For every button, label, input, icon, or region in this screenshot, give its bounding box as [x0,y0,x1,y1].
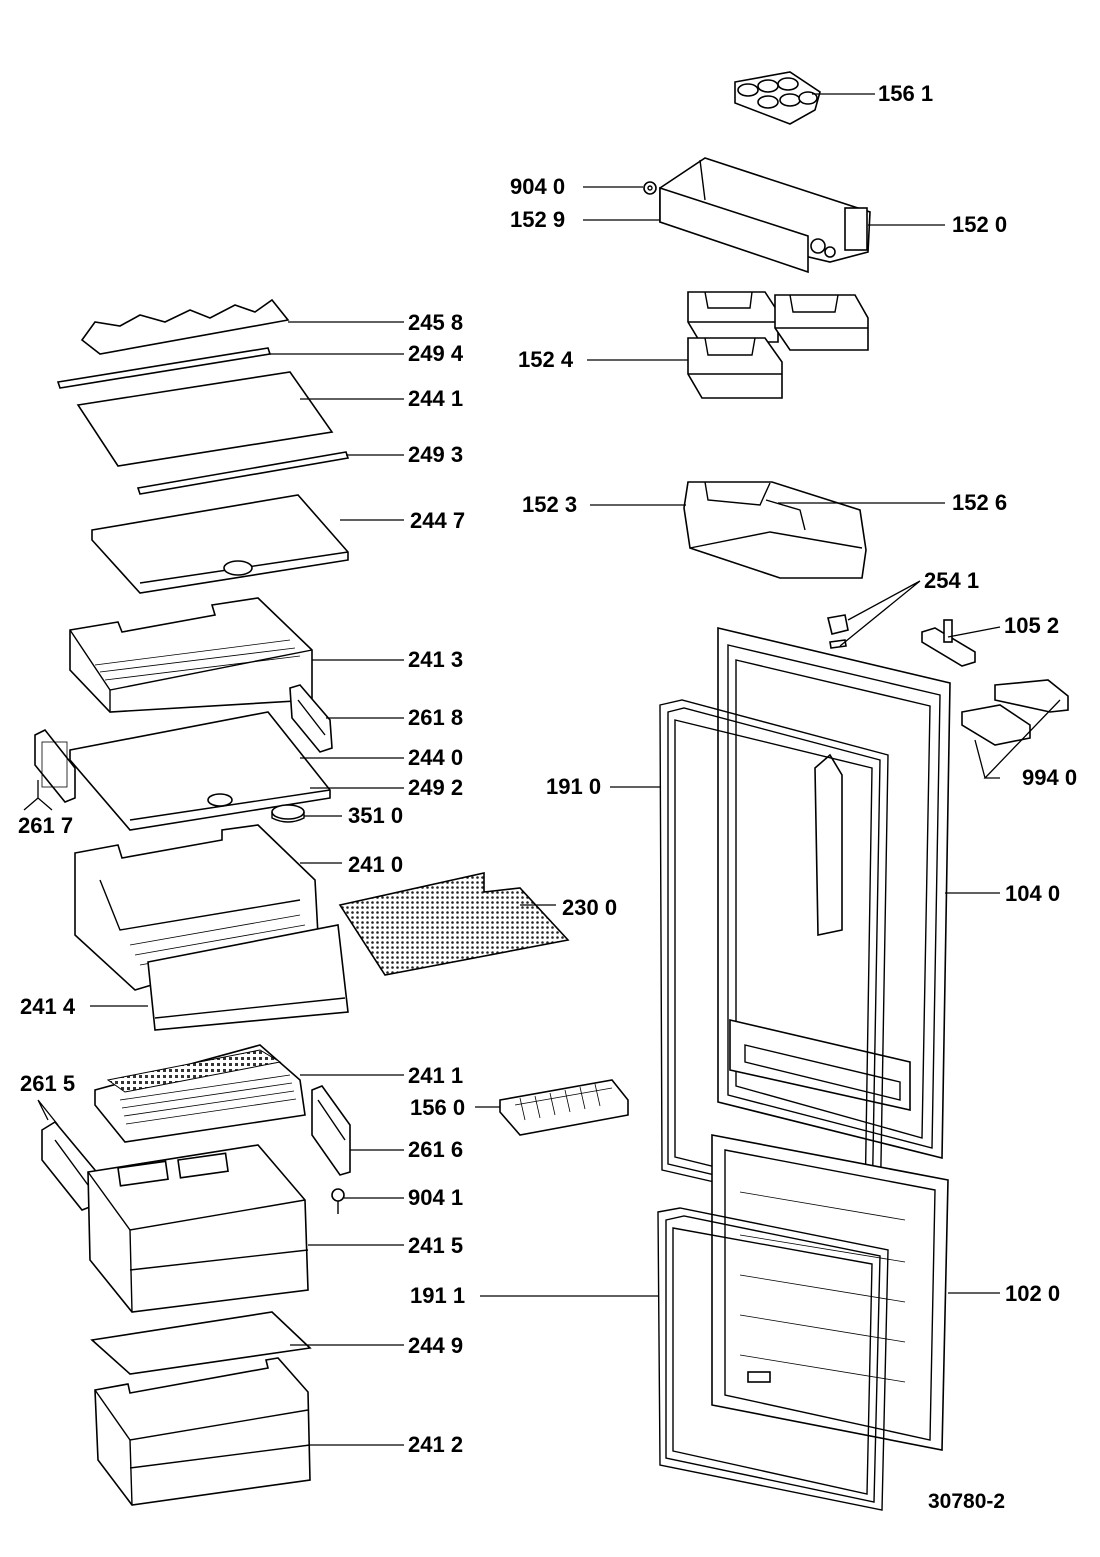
part-label-156-0: 156 0 [410,1095,466,1120]
part-label-249-3: 249 3 [408,442,464,467]
egg-tray [734,71,821,125]
cap-351-0 [271,804,305,823]
rail-261-6 [311,1085,351,1176]
door-bin-top [659,157,871,274]
part-label-152-0: 152 0 [952,212,1008,237]
part-label-249-4: 249 4 [408,341,464,366]
door-bin-small-b [774,294,869,351]
part-label-241-4: 241 4 [20,994,76,1019]
part-label-156-1: 156 1 [878,81,934,106]
screw-904-1 [331,1188,345,1214]
part-label-994-0: 994 0 [1022,765,1078,790]
hinge-105-2 [921,619,976,667]
freezer-basket-241-1 [94,1044,306,1143]
part-label-191-1: 191 1 [410,1283,466,1308]
glass-shelf-244-0 [69,711,331,831]
part-label-104-0: 104 0 [1005,881,1061,906]
part-label-244-1: 244 1 [408,386,464,411]
part-label-241-1: 241 1 [408,1063,464,1088]
clip-washer [643,181,657,195]
glass-244-9 [90,1311,312,1375]
part-label-904-0: 904 0 [510,174,566,199]
hinge-994-0 [961,679,1069,746]
ice-tray-156-0 [499,1079,629,1136]
part-label-152-3: 152 3 [522,492,578,517]
part-label-102-0: 102 0 [1005,1281,1061,1306]
leader-lines [23,93,1061,1446]
part-label-230-0: 230 0 [562,895,618,920]
fridge-door-104-0 [717,626,951,1160]
part-label-244-9: 244 9 [408,1333,464,1358]
part-label-152-4: 152 4 [518,347,574,372]
drawing-number: 30780-2 [928,1490,1006,1513]
part-label-244-7: 244 7 [410,508,466,533]
freezer-gasket-191-1 [657,1207,889,1511]
part-label-241-3: 241 3 [408,647,464,672]
rail-261-5 [41,1120,96,1211]
part-label-249-2: 249 2 [408,775,464,800]
shelf-244-7 [91,494,349,594]
part-label-105-2: 105 2 [1004,613,1060,638]
drawer-241-3 [69,597,313,713]
door-bin-large [683,481,867,579]
cover-profile-245 [80,298,290,355]
part-label-191-0: 191 0 [546,774,602,799]
part-label-241-2: 241 2 [408,1432,464,1457]
part-label-152-9: 152 9 [510,207,566,232]
door-bin-small-a [687,291,779,343]
part-label-904-1: 904 1 [408,1185,464,1210]
part-label-261-7: 261 7 [18,813,74,838]
trim-249-3 [136,451,350,495]
part-label-261-8: 261 8 [408,705,464,730]
hinge-cover-254-1 [827,614,849,649]
part-label-261-5: 261 5 [20,1071,76,1096]
part-label-152-6: 152 6 [952,490,1008,515]
freezer-drawer-241-5 [87,1144,309,1313]
door-bin-small-c [687,337,783,399]
freezer-drawer-241-2 [94,1357,311,1506]
part-label-261-6: 261 6 [408,1137,464,1162]
crisper-front-241-4 [147,924,349,1031]
drawer-rail-261-8 [289,684,333,753]
part-label-245-8: 245 8 [408,310,464,335]
part-label-244-0: 244 0 [408,745,464,770]
part-label-241-0: 241 0 [348,852,404,877]
glass-shelf-244-1 [76,371,334,467]
part-label-351-0: 351 0 [348,803,404,828]
humidity-mat-230-0 [338,872,570,976]
freezer-door-102-0 [711,1134,949,1451]
drawer-rail-261-7 [34,728,76,803]
part-label-254-1: 254 1 [924,568,980,593]
part-label-241-5: 241 5 [408,1233,464,1258]
